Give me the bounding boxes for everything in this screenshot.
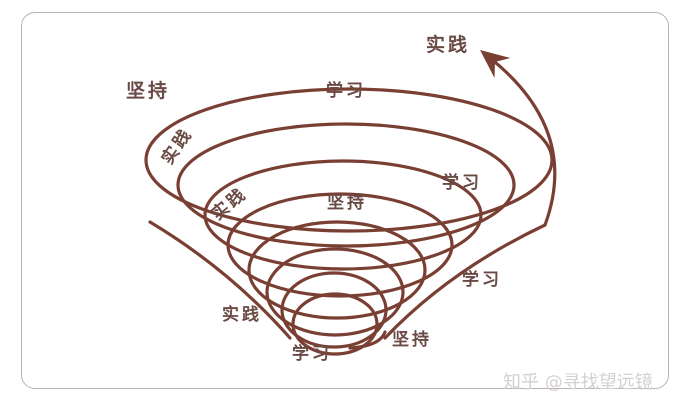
spiral-ring-4 <box>226 192 454 298</box>
label-practice-top-right: 实践 <box>426 34 471 56</box>
label-learn-right-1: 学习 <box>442 173 482 193</box>
spiral-ring-3 <box>203 159 483 271</box>
spiral-ring-1 <box>144 87 554 233</box>
label-persist-mid: 坚持 <box>327 193 367 213</box>
diagram-frame <box>21 12 669 389</box>
spiral-ring-5 <box>247 220 427 320</box>
label-learn-bottom: 学习 <box>292 344 332 364</box>
label-learn-right-2: 学习 <box>462 270 502 290</box>
spiral-ring-6 <box>265 247 405 337</box>
spiral-ring-8 <box>291 292 379 356</box>
spiral-ring-7 <box>280 271 388 349</box>
label-learn-top: 学习 <box>326 81 366 101</box>
spiral-ring-2 <box>176 122 516 248</box>
label-practice-bottom-left: 实践 <box>222 305 262 325</box>
outgoing-arrow <box>480 49 557 227</box>
cone-left-edge <box>148 220 292 340</box>
watermark: 知乎 @寻找望远镜 <box>503 372 653 393</box>
cone-right-edge <box>383 223 547 340</box>
label-persist-bottom: 坚持 <box>392 330 432 350</box>
spiral-tail <box>348 330 387 350</box>
label-persist-top-left: 坚持 <box>126 80 171 102</box>
